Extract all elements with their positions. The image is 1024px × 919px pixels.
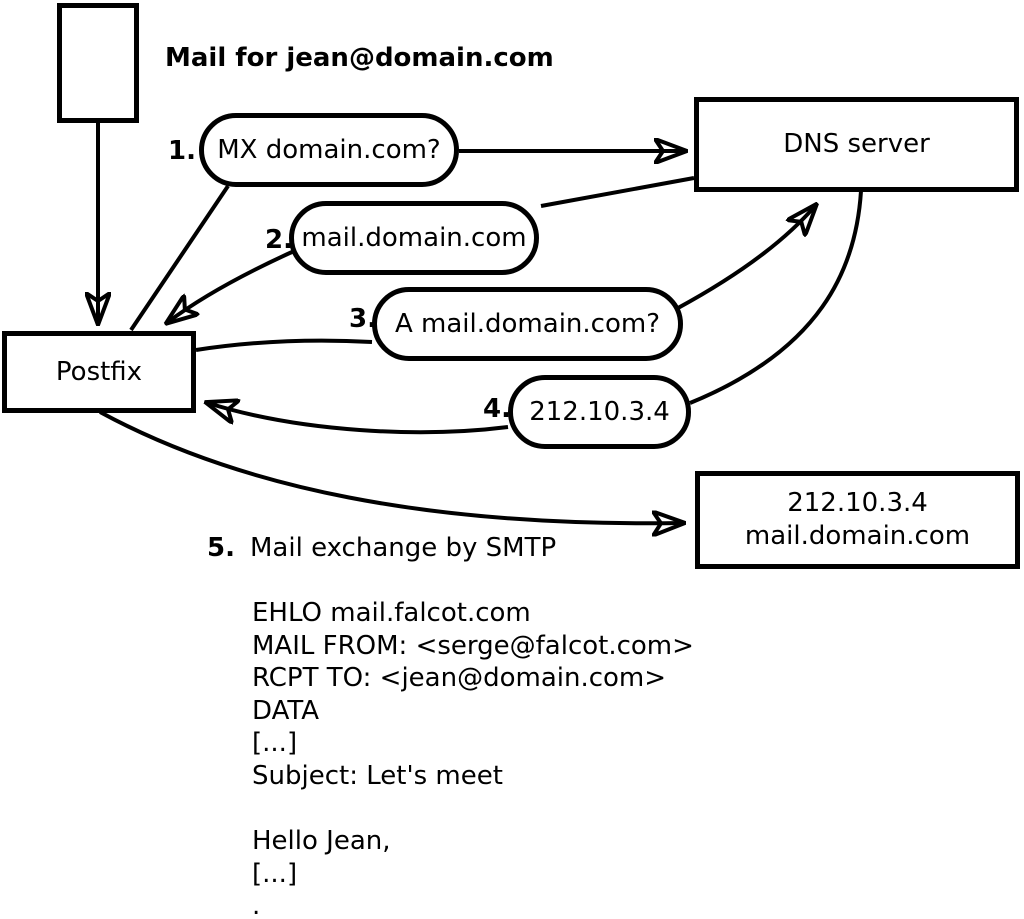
step-5-number: 5.	[207, 533, 235, 563]
connector-postfix-to-query1	[129, 184, 230, 332]
mail-title: Mail for jean@domain.com	[165, 43, 554, 73]
arrow-response2-to-postfix	[168, 250, 293, 322]
response-4-label: 212.10.3.4	[529, 396, 670, 427]
query-1-label: MX domain.com?	[217, 134, 441, 165]
mail-server-hostname: mail.domain.com	[744, 521, 971, 551]
postfix-label: Postfix	[55, 356, 143, 387]
postfix-box: Postfix	[2, 331, 196, 413]
mail-server-box: 212.10.3.4 mail.domain.com	[695, 471, 1020, 569]
step-3-number: 3.	[349, 304, 377, 334]
response-2-pill: mail.domain.com	[289, 201, 539, 275]
step-1-number: 1.	[168, 136, 196, 166]
query-3-pill: A mail.domain.com?	[372, 287, 683, 361]
dns-server-label: DNS server	[783, 129, 930, 159]
mail-server-ip: 212.10.3.4	[787, 488, 928, 518]
connector-dns-to-response4	[689, 190, 863, 405]
arrow-smtp-postfix-to-mailserver	[99, 410, 682, 523]
smtp-step-label: Mail exchange by SMTP	[250, 533, 557, 563]
smtp-session-text: EHLO mail.falcot.com MAIL FROM: <serge@f…	[252, 598, 694, 919]
response-4-pill: 212.10.3.4	[508, 375, 691, 449]
mail-message-box	[57, 3, 139, 123]
step-4-number: 4.	[483, 394, 511, 424]
arrow-response4-to-postfix	[208, 403, 509, 435]
query-1-pill: MX domain.com?	[199, 113, 459, 187]
dns-server-box: DNS server	[694, 97, 1019, 192]
query-3-label: A mail.domain.com?	[395, 308, 660, 339]
connector-dns-to-response2	[540, 176, 695, 208]
arrow-query3-to-dns	[677, 206, 815, 310]
connector-postfix-to-query3	[195, 338, 373, 352]
step-2-number: 2.	[265, 225, 293, 255]
response-2-label: mail.domain.com	[301, 222, 527, 253]
